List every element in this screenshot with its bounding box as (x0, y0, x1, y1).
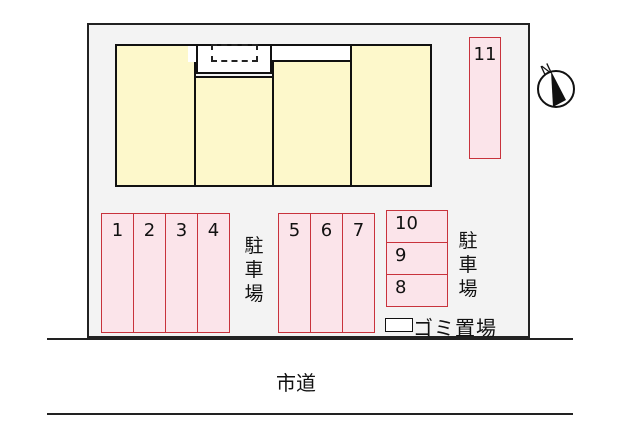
parking-number: 2 (143, 220, 156, 241)
parking-space-5: 5 (278, 213, 311, 333)
parking-number: 4 (207, 220, 220, 241)
parking-space-3: 3 (165, 213, 198, 333)
parking-space-9: 9 (386, 242, 448, 275)
dashed-outline-area (211, 44, 258, 62)
building-unit-4 (350, 44, 432, 187)
parking-space-8: 8 (386, 274, 448, 307)
parking-space-10: 10 (386, 210, 448, 243)
parking-number: 8 (395, 277, 407, 298)
parking-number: 7 (352, 220, 365, 241)
north-compass-icon: N (533, 58, 579, 110)
parking-space-7: 7 (342, 213, 375, 333)
parking-number: 1 (111, 220, 124, 241)
garbage-area-label: ゴミ置場 (413, 316, 497, 340)
parking-space-2: 2 (133, 213, 166, 333)
building-unit-3 (272, 60, 352, 187)
parking-space-11: 11 (469, 37, 501, 159)
parking-number: 6 (320, 220, 333, 241)
parking-label-right: 駐車場 (458, 230, 478, 300)
parking-number: 5 (288, 220, 301, 241)
parking-number: 10 (395, 213, 418, 234)
road-label: 市道 (276, 371, 316, 395)
parking-number: 11 (473, 44, 497, 65)
parking-label-left: 駐車場 (244, 235, 264, 305)
parking-space-6: 6 (310, 213, 343, 333)
parking-number: 3 (175, 220, 188, 241)
road-edge-top (47, 338, 573, 340)
building-unit-2 (194, 76, 274, 187)
parking-number: 9 (395, 245, 407, 266)
parking-space-4: 4 (197, 213, 230, 333)
road-edge-bottom (47, 413, 573, 415)
parking-space-1: 1 (101, 213, 134, 333)
garbage-area-icon (385, 318, 413, 332)
building-unit-1 (115, 44, 196, 187)
